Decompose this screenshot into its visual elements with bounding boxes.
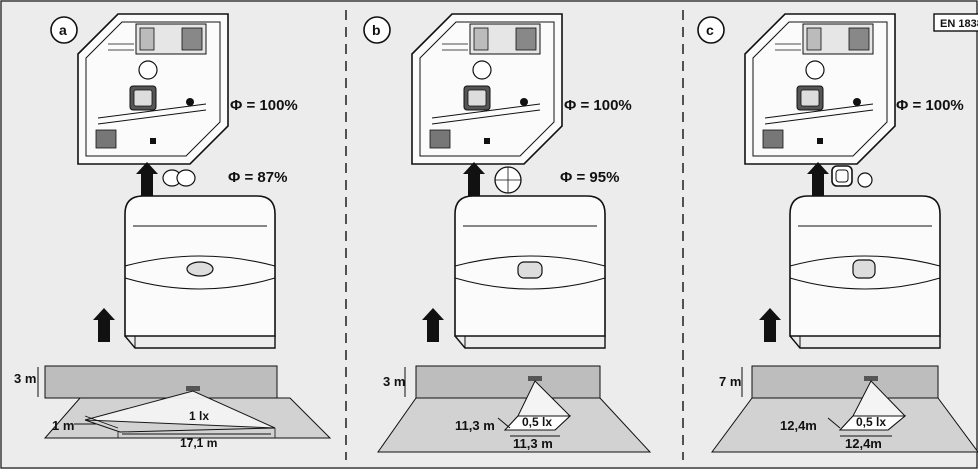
standard-badge: EN 1838 [933,13,978,32]
mounting-base [77,13,229,165]
offset-label: 1 m [52,418,74,433]
room-illustration [37,365,332,439]
luminaire-lens [517,261,543,279]
panel-letter: b [372,22,381,38]
room-illustration [711,365,978,453]
luminaire-marker [528,376,542,381]
luminaire-lens [852,259,876,279]
width-label: 11,3 m [513,436,553,451]
width-label: 17,1 m [180,436,217,450]
room-illustration [377,365,652,453]
panel-letter-badge [363,16,391,44]
illuminance-label: 0,5 lx [522,415,552,429]
panel-letter: c [706,22,714,38]
mount-height-label: 3 m [383,374,405,389]
up-arrow-icon [807,162,829,196]
flux-lens-label: Φ = 95% [560,169,619,186]
illuminance-label: 0,5 lx [856,415,886,429]
up-arrow-icon [136,162,158,196]
lens-icon [162,169,196,187]
side-length-label: 11,3 m [455,418,495,433]
lens-icon [831,165,873,188]
panel-letter: a [59,22,67,38]
mount-height-label: 3 m [14,371,36,386]
lens-icon [494,166,522,194]
flux-housing-label: Φ = 100% [896,97,964,114]
mounting-base [744,13,896,165]
luminaire-lens [186,261,214,277]
panel-letter-badge [697,16,725,44]
up-arrow-icon [93,308,115,342]
flux-housing-label: Φ = 100% [564,97,632,114]
flux-lens-label: Φ = 87% [228,169,287,186]
up-arrow-icon [463,162,485,196]
flux-housing-label: Φ = 100% [230,97,298,114]
luminaire-marker [186,386,200,391]
width-label: 12,4m [845,436,882,451]
panel-b: b Φ = 100% Φ = 95% 3 m 11,3 m 0,5 lx 11,… [363,13,652,453]
up-arrow-icon [422,308,444,342]
mount-height-label: 7 m [719,374,741,389]
panel-c: c Φ = 100% 7 m 12,4m 0,5 lx 12,4m [697,13,978,453]
luminaire-marker [864,376,878,381]
side-length-label: 12,4m [780,418,817,433]
svg-text:EN 1838: EN 1838 [940,18,978,30]
up-arrow-icon [759,308,781,342]
panel-a: a Φ = 100% Φ = 87% 3 m 1 m 1 lx 17,1 [14,13,332,450]
panel-letter-badge [50,16,78,44]
illuminance-label: 1 lx [189,409,209,423]
mounting-base [411,13,563,165]
